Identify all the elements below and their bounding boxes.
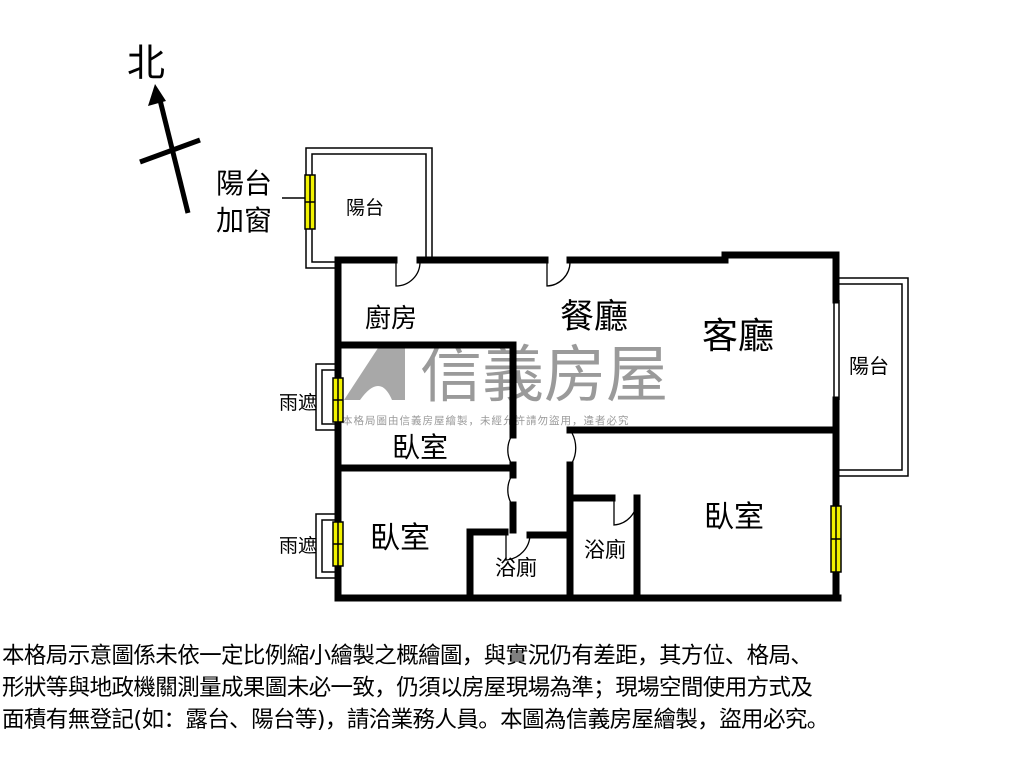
disclaimer-line: 面積有無登記(如：露台、陽台等)，請洽業務人員。本圖為信義房屋繪製，盜用必究。 [2,707,829,733]
disclaimer-line: 形狀等與地政機關測量成果圖未必一致，仍須以房屋現場為準；現場空間使用方式及 [2,675,813,701]
label-bedroom-sw: 臥室 [370,521,430,556]
label-dining: 餐廳 [560,297,628,337]
north-label: 北 [127,41,165,85]
label-rain-shelter-2: 雨遮 [279,535,317,557]
label-balcony-window-1: 陽台 [216,167,272,200]
disclaimer: 本格局示意圖係未依一定比例縮小繪製之概繪圖，與實況仍有差距，其方位、格局、 形狀… [2,640,1024,736]
balcony-right [833,277,909,477]
watermark-brand: 信義房屋 [420,338,668,411]
doors [395,261,638,561]
rain-shelters [315,363,338,579]
label-balcony-window-2: 加窗 [216,204,272,237]
windows [304,174,842,573]
label-bath-1: 浴廁 [495,556,537,580]
label-bedroom-se: 臥室 [704,500,764,535]
label-rain-shelter-1: 雨遮 [279,392,317,414]
label-living: 客廳 [702,316,774,357]
label-bath-2: 浴廁 [584,538,626,562]
label-balcony-top: 陽台 [346,197,384,219]
disclaimer-line: 本格局示意圖係未依一定比例縮小繪製之概繪圖，與實況仍有差距，其方位、格局、 [2,643,813,669]
label-bedroom-nw: 臥室 [392,431,448,464]
north-arrow-icon [139,84,201,214]
label-kitchen: 廚房 [365,304,417,334]
floor-plan: 信義房屋 本格局圖由信義房屋繪製，未經允許請勿盜用，違者必究 北 [127,41,909,602]
balcony-top [305,147,433,269]
watermark-logo-icon [344,348,405,400]
label-balcony-right: 陽台 [849,354,889,378]
watermark-notice: 本格局圖由信義房屋繪製，未經允許請勿盜用，違者必究 [342,414,630,427]
watermark: 信義房屋 本格局圖由信義房屋繪製，未經允許請勿盜用，違者必究 [342,338,668,427]
